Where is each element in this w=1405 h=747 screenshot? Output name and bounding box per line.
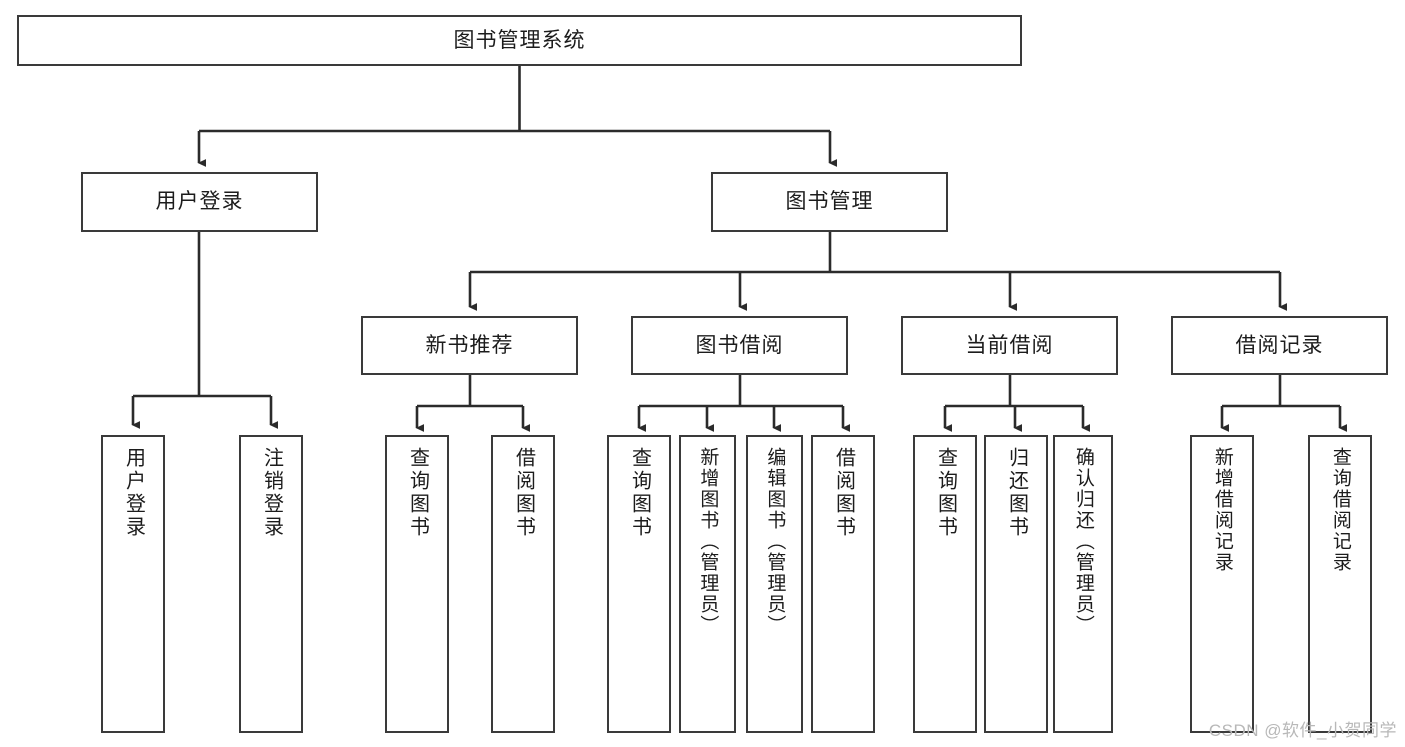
node-book-management-label: 图书管理 (785, 190, 874, 214)
leaf-current-borrow-query-label: 查询图书 (934, 447, 957, 539)
leaf-current-borrow-confirm[interactable]: 确认归还（管理员） (1053, 435, 1113, 733)
leaf-current-borrow-return[interactable]: 归还图书 (984, 435, 1048, 733)
leaf-borrow-record-add[interactable]: 新增借阅记录 (1190, 435, 1254, 733)
leaf-borrow-record-add-label: 新增借阅记录 (1211, 447, 1233, 573)
node-user-login[interactable]: 用户登录 (81, 172, 318, 232)
leaf-book-borrow-query[interactable]: 查询图书 (607, 435, 671, 733)
leaf-user-login-signin[interactable]: 用户登录 (101, 435, 165, 733)
leaf-book-borrow-edit[interactable]: 编辑图书（管理员） (746, 435, 803, 733)
node-root-system-label: 图书管理系统 (453, 28, 586, 52)
csdn-watermark: CSDN @软件_小贺同学 (1208, 721, 1397, 740)
leaf-book-borrow-add[interactable]: 新增图书（管理员） (679, 435, 736, 733)
leaf-current-borrow-query[interactable]: 查询图书 (913, 435, 977, 733)
leaf-current-borrow-return-label: 归还图书 (1005, 447, 1028, 539)
leaf-borrow-record-query-label: 查询借阅记录 (1329, 447, 1351, 573)
leaf-book-borrow-edit-label: 编辑图书（管理员） (764, 447, 786, 636)
leaf-new-book-query-label: 查询图书 (406, 447, 429, 539)
leaf-book-borrow-lend[interactable]: 借阅图书 (811, 435, 875, 733)
leaf-book-borrow-add-label: 新增图书（管理员） (697, 447, 719, 636)
node-new-book-recommend-label: 新书推荐 (425, 333, 514, 357)
node-root-system[interactable]: 图书管理系统 (17, 15, 1022, 66)
node-borrow-record[interactable]: 借阅记录 (1171, 316, 1388, 375)
node-current-borrow[interactable]: 当前借阅 (901, 316, 1118, 375)
leaf-new-book-borrow-label: 借阅图书 (512, 447, 535, 539)
leaf-borrow-record-query[interactable]: 查询借阅记录 (1308, 435, 1372, 733)
leaf-book-borrow-query-label: 查询图书 (628, 447, 651, 539)
node-user-login-label: 用户登录 (155, 190, 244, 214)
leaf-new-book-query[interactable]: 查询图书 (385, 435, 449, 733)
node-borrow-record-label: 借阅记录 (1235, 333, 1324, 357)
node-book-borrow[interactable]: 图书借阅 (631, 316, 848, 375)
node-book-borrow-label: 图书借阅 (695, 333, 784, 357)
leaf-user-login-signout[interactable]: 注销登录 (239, 435, 303, 733)
node-new-book-recommend[interactable]: 新书推荐 (361, 316, 578, 375)
leaf-user-login-signout-label: 注销登录 (260, 447, 283, 539)
leaf-current-borrow-confirm-label: 确认归还（管理员） (1072, 447, 1094, 636)
node-book-management[interactable]: 图书管理 (711, 172, 948, 232)
leaf-book-borrow-lend-label: 借阅图书 (832, 447, 855, 539)
leaf-user-login-signin-label: 用户登录 (122, 447, 145, 539)
node-current-borrow-label: 当前借阅 (965, 333, 1054, 357)
leaf-new-book-borrow[interactable]: 借阅图书 (491, 435, 555, 733)
